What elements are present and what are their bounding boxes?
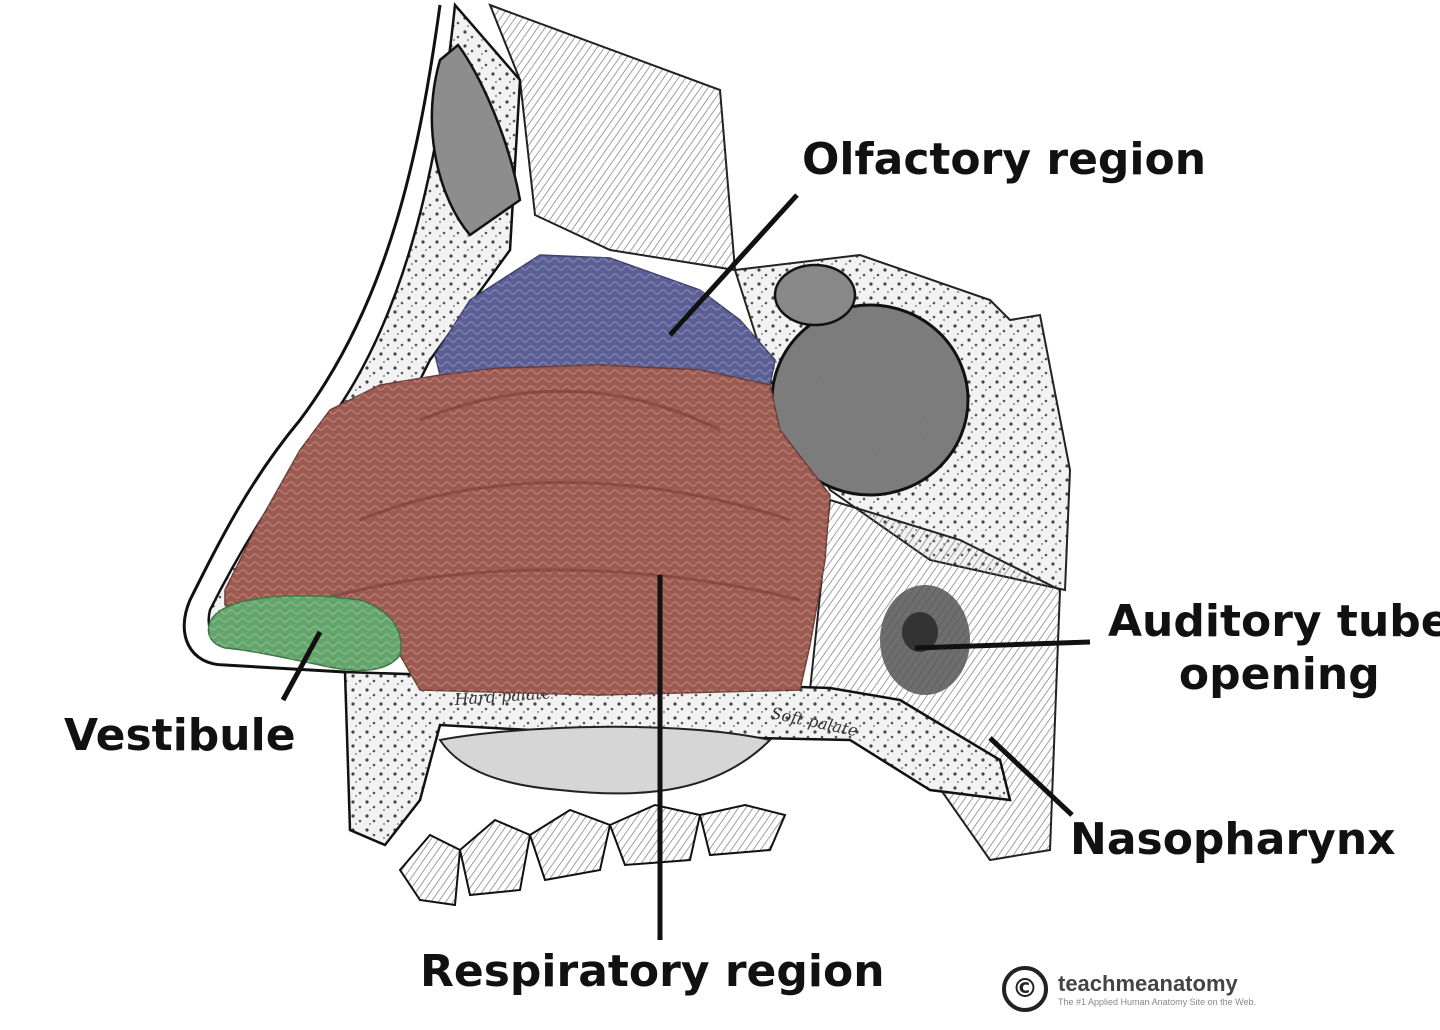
logo-tagline: The #1 Applied Human Anatomy Site on the…	[1058, 997, 1256, 1007]
posterior-ethmoid-cell	[773, 263, 857, 327]
copyright-icon: ©	[1002, 966, 1048, 1012]
auditory-label-line1: Auditory tube	[1108, 596, 1440, 647]
hard-palate	[343, 670, 1012, 847]
vestibule-leader-line	[280, 630, 323, 702]
teachmeanatomy-logo: © teachmeanatomy The #1 Applied Human An…	[1002, 966, 1256, 1012]
auditory-label-line2: opening	[1178, 648, 1380, 700]
nose-outline	[182, 4, 442, 674]
logo-name: teachmeanatomy	[1058, 971, 1238, 996]
nasopharynx-leader-line	[988, 736, 1074, 817]
frontal-sinus	[430, 43, 522, 237]
upper-teeth	[398, 803, 787, 907]
respiratory-region-label: Respiratory region	[420, 946, 885, 997]
frontal-bone-shading	[488, 3, 737, 272]
auditory-tube-opening-label: Auditory tube opening	[1108, 596, 1440, 702]
auditory-leader-line	[914, 639, 1091, 651]
oral-cavity	[438, 725, 772, 795]
logo-text: teachmeanatomy The #1 Applied Human Anat…	[1058, 971, 1256, 1007]
olfactory-region-label: Olfactory region	[802, 134, 1207, 185]
nasopharynx-label: Nasopharynx	[1070, 814, 1396, 865]
olfactory-leader-line	[668, 193, 799, 337]
vestibule-label: Vestibule	[64, 710, 296, 761]
